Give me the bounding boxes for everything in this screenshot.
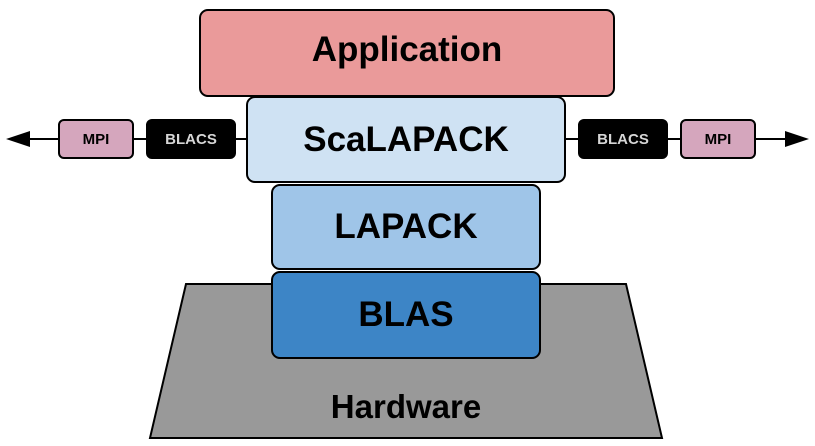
lapack-layer: LAPACK bbox=[271, 184, 541, 270]
hardware-label: Hardware bbox=[330, 388, 482, 425]
application-layer: Application bbox=[199, 9, 615, 97]
right-mpi-box: MPI bbox=[680, 119, 756, 159]
left-blacs-label: BLACS bbox=[165, 130, 217, 148]
right-blacs-box: BLACS bbox=[578, 119, 668, 159]
left-blacs-box: BLACS bbox=[146, 119, 236, 159]
blas-layer: BLAS bbox=[271, 271, 541, 359]
left-arrowhead bbox=[6, 131, 30, 147]
right-blacs-label: BLACS bbox=[597, 130, 649, 148]
right-arrowhead bbox=[785, 131, 809, 147]
application-label: Application bbox=[311, 30, 503, 69]
lapack-label: LAPACK bbox=[334, 207, 478, 246]
scalapack-layer: ScaLAPACK bbox=[246, 96, 566, 183]
left-mpi-label: MPI bbox=[82, 130, 110, 148]
left-mpi-box: MPI bbox=[58, 119, 134, 159]
right-mpi-label: MPI bbox=[704, 130, 732, 148]
scalapack-label: ScaLAPACK bbox=[303, 119, 509, 159]
blas-label: BLAS bbox=[358, 295, 454, 334]
